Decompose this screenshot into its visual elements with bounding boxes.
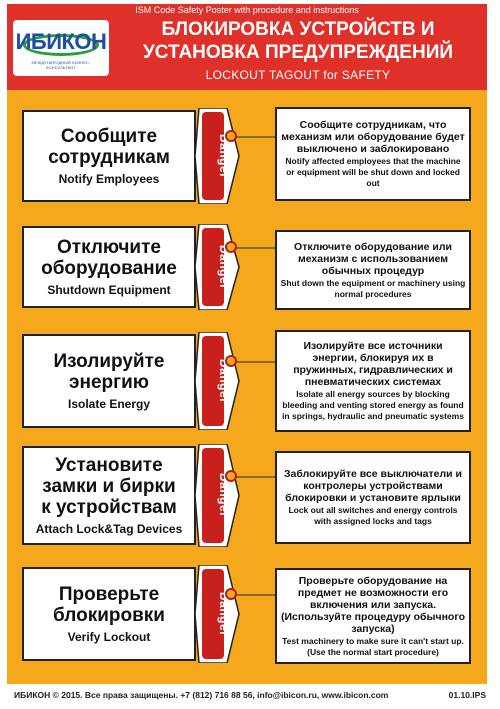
logo-subtitle: МЕЖДУНАРОДНЫЙ БИЗНЕС-КОНСУЛЬТАНТ: [31, 60, 91, 70]
danger-tag-label: Danger: [217, 358, 231, 404]
danger-tag-icon: Danger: [193, 565, 241, 663]
step-description-box: Сообщите сотрудникам, что механизм или о…: [275, 107, 471, 201]
step-title-ru: Проверьте: [58, 584, 160, 605]
step-description-en: Lock out all switches and energy control…: [288, 505, 458, 526]
poster-title: БЛОКИРОВКА УСТРОЙСТВ И УСТАНОВКА ПРЕДУПР…: [117, 18, 479, 64]
step-description-box: Изолируйте все источники энергии, блокир…: [275, 330, 471, 432]
step-description-box: Заблокируйте все выключатели и контролер…: [275, 451, 471, 544]
danger-tag-icon: Danger: [193, 332, 241, 430]
step-title-ru: энергию: [69, 372, 149, 393]
tag-hole-icon: [225, 355, 237, 367]
step-title-ru: блокировки: [53, 605, 165, 626]
footer: ИБИКОН © 2015. Все права защищены. +7 (8…: [14, 690, 486, 700]
top-note: ISM Code Safety Poster with procedure an…: [135, 5, 359, 15]
footer-copyright: ИБИКОН © 2015. Все права защищены. +7 (8…: [14, 690, 389, 700]
tag-hole-icon: [225, 469, 237, 482]
step-title-en: Verify Lockout: [67, 630, 151, 644]
step-title-ru: Отключите: [57, 237, 161, 258]
title-line-2: УСТАНОВКА ПРЕДУПРЕЖДЕНИЙ: [142, 42, 454, 63]
step-title-ru: Изолируйте: [53, 351, 165, 372]
danger-tag-icon: Danger: [193, 444, 241, 547]
step-description-en: Test machinery to make sure it can't sta…: [282, 635, 464, 657]
step-title-en: Shutdown Equipment: [47, 283, 171, 297]
step-title-ru: Установите: [55, 455, 163, 476]
step-title-ru: оборудование: [41, 258, 177, 279]
tag-hole-icon: [225, 130, 237, 142]
footer-code: 01.10.IPS: [448, 690, 486, 700]
step-description-ru: Отключите оборудование или механизм с ис…: [294, 240, 452, 277]
logo-swoosh-icon: [23, 34, 99, 56]
step-description-box: Отключите оборудование или механизм с ис…: [275, 230, 471, 310]
step-title-en: Isolate Energy: [67, 397, 151, 411]
step-title-en: Attach Lock&Tag Devices: [35, 522, 183, 536]
danger-tag-label: Danger: [217, 473, 231, 518]
step-description-ru: Сообщите сотрудникам, что механизм или о…: [281, 119, 465, 155]
poster-header: ISM Code Safety Poster with procedure an…: [7, 4, 487, 90]
step-description-ru: Проверьте оборудование на предмет не воз…: [280, 574, 465, 635]
step-title-en: Notify Employees: [58, 172, 160, 186]
step-description-box: Проверьте оборудование на предмет не воз…: [275, 568, 471, 664]
tag-string: [227, 361, 295, 363]
tag-string: [227, 136, 295, 138]
step-title-ru: замки и бирки: [42, 476, 176, 497]
step-description-ru: Изолируйте все источники энергии, блокир…: [293, 340, 453, 388]
step-description-en: Isolate all energy sources by blocking b…: [282, 389, 464, 421]
tag-hole-icon: [225, 241, 237, 253]
step-description-ru: Заблокируйте все выключатели и контролер…: [283, 468, 462, 504]
danger-tag-icon: Danger: [193, 224, 241, 310]
step-title-ru: Сообщите: [60, 126, 158, 147]
danger-tag-label: Danger: [217, 244, 231, 290]
danger-tag-label: Danger: [217, 591, 231, 637]
title-line-1: БЛОКИРОВКА УСТРОЙСТВ И: [161, 19, 435, 40]
poster-subtitle: LOCKOUT TAGOUT for SAFETY: [205, 68, 391, 82]
step-description-en: Notify affected employees that the machi…: [285, 156, 461, 188]
safety-poster: ISM Code Safety Poster with procedure an…: [7, 4, 487, 684]
step-title-ru: к устройствам: [41, 497, 177, 518]
step-description-en: Shut down the equipment or machinery usi…: [280, 277, 466, 299]
ibicon-logo: ИБИКОН МЕЖДУНАРОДНЫЙ БИЗНЕС-КОНСУЛЬТАНТ: [13, 20, 109, 76]
step-title-ru: сотрудникам: [48, 147, 170, 168]
danger-tag-icon: Danger: [193, 108, 241, 204]
danger-tag-shape: [194, 444, 240, 547]
danger-tag-label: Danger: [217, 133, 231, 179]
tag-string: [227, 475, 295, 478]
tag-string: [227, 594, 295, 596]
tag-hole-icon: [225, 588, 237, 600]
tag-string: [227, 247, 295, 249]
logo-text: ИБИКОН: [15, 29, 107, 54]
